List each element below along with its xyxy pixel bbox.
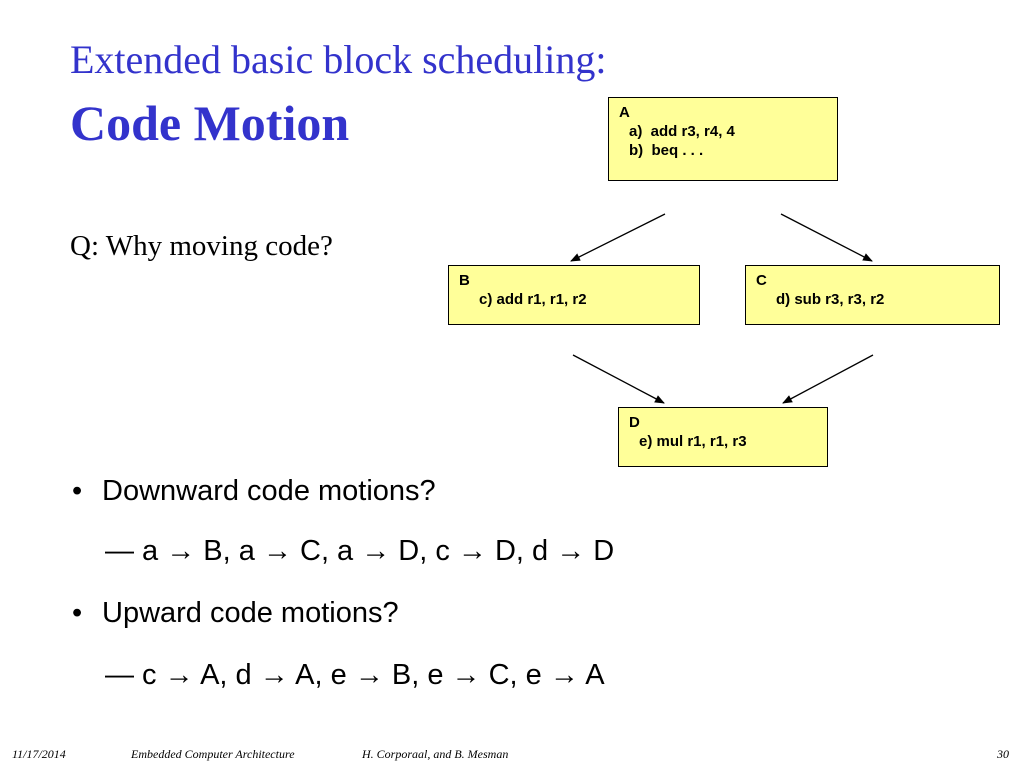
block-label: A xyxy=(619,104,630,121)
basic-block-a: A a) add r3, r4, 4 b) beq . . . xyxy=(608,97,838,181)
block-label: C xyxy=(756,272,767,289)
slide-title-line1: Extended basic block scheduling: xyxy=(70,37,607,82)
block-label: B xyxy=(459,272,470,289)
footer-course: Embedded Computer Architecture xyxy=(131,747,295,761)
question-text: Q: Why moving code? xyxy=(70,230,333,262)
edge-c-to-d xyxy=(782,354,874,404)
bullet-downward: • Downward code motions? xyxy=(72,475,436,508)
block-instruction: b) beq . . . xyxy=(629,142,704,159)
block-instruction: c) add r1, r1, r2 xyxy=(479,291,587,308)
bullet-text: Upward code motions? xyxy=(102,597,399,629)
block-instruction: a) add r3, r4, 4 xyxy=(629,123,735,140)
basic-block-d: D e) mul r1, r1, r3 xyxy=(618,407,828,467)
bullet-upward: • Upward code motions? xyxy=(72,597,399,630)
bullet-marker: • xyxy=(72,475,83,507)
edge-a-to-b xyxy=(570,213,666,262)
footer-date: 11/17/2014 xyxy=(12,747,66,761)
edge-b-to-d xyxy=(572,354,665,404)
footer-page-number: 30 xyxy=(997,747,1009,761)
block-label: D xyxy=(629,414,640,431)
block-instruction: e) mul r1, r1, r3 xyxy=(639,433,747,450)
slide-title-line2: Code Motion xyxy=(70,95,350,151)
block-instruction: d) sub r3, r3, r2 xyxy=(776,291,885,308)
edge-a-to-c xyxy=(780,213,873,262)
upward-answer: — c → A, d → A, e → B, e → C, e → A xyxy=(105,659,605,691)
basic-block-c: C d) sub r3, r3, r2 xyxy=(745,265,1000,325)
downward-answer: — a → B, a → C, a → D, c → D, d → D xyxy=(105,535,615,567)
bullet-text: Downward code motions? xyxy=(102,475,436,507)
footer-authors: H. Corporaal, and B. Mesman xyxy=(362,747,509,761)
basic-block-b: B c) add r1, r1, r2 xyxy=(448,265,700,325)
bullet-marker: • xyxy=(72,597,83,629)
